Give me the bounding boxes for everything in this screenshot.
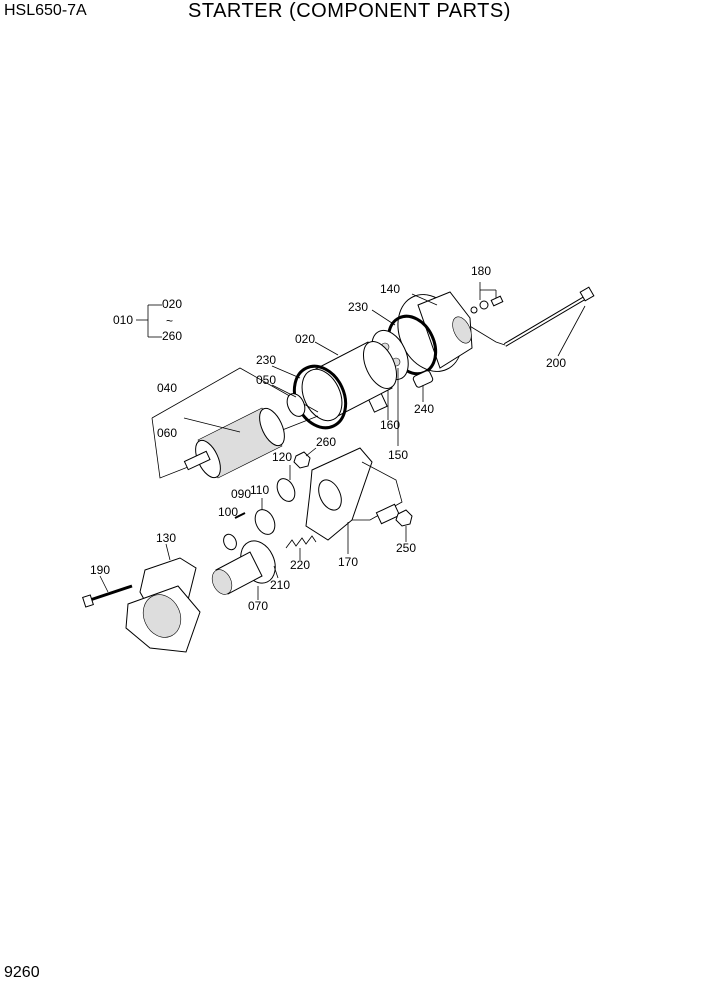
callout-100: 100	[218, 505, 238, 519]
label-020-range: 020	[162, 297, 182, 311]
callout-250: 250	[396, 541, 416, 555]
callout-190: 190	[90, 563, 110, 577]
callout-230-upper: 230	[348, 300, 368, 314]
pin-090	[234, 512, 246, 519]
armature-040	[151, 367, 319, 479]
gear-120	[276, 465, 296, 502]
nut-250	[375, 503, 413, 542]
label-tilde: ~	[166, 314, 173, 328]
callout-180: 180	[471, 264, 491, 278]
callout-150: 150	[388, 448, 408, 462]
callout-020: 020	[295, 332, 315, 346]
model-code: HSL650-7A	[4, 2, 87, 19]
gear-110	[254, 498, 276, 535]
through-bolt-200	[467, 286, 595, 357]
bolt-190	[82, 575, 133, 608]
pinion-070	[211, 540, 279, 600]
callout-labels: 180 140 230 020 200 230 050 040 240 060 …	[90, 264, 566, 613]
ball-100	[223, 533, 237, 551]
page-title: STARTER (COMPONENT PARTS)	[188, 0, 511, 22]
gear-case-130	[125, 543, 201, 653]
callout-200: 200	[546, 356, 566, 370]
callout-050: 050	[256, 373, 276, 387]
housing-170	[305, 447, 403, 554]
callout-240: 240	[414, 402, 434, 416]
yoke-020	[301, 341, 398, 422]
callout-160: 160	[380, 418, 400, 432]
bushing-240	[412, 370, 434, 402]
callout-220: 220	[290, 558, 310, 572]
callout-260: 260	[316, 435, 336, 449]
callout-130: 130	[156, 531, 176, 545]
label-010: 010	[113, 313, 133, 327]
callout-170: 170	[338, 555, 358, 569]
label-260-range: 260	[162, 329, 182, 343]
callout-210: 210	[270, 578, 290, 592]
nut-260	[293, 447, 317, 469]
callout-140: 140	[380, 282, 400, 296]
page-number: 9260	[4, 964, 40, 981]
callout-040: 040	[157, 381, 177, 395]
callout-060: 060	[157, 426, 177, 440]
callout-070: 070	[248, 599, 268, 613]
spring-220	[285, 535, 317, 560]
screw-180	[470, 282, 504, 314]
callout-120: 120	[272, 450, 292, 464]
assembly-legend: 010 020 ~ 260	[113, 297, 182, 343]
callout-230-lower: 230	[256, 353, 276, 367]
callout-110: 110	[250, 483, 269, 497]
callout-090: 090	[231, 487, 251, 501]
